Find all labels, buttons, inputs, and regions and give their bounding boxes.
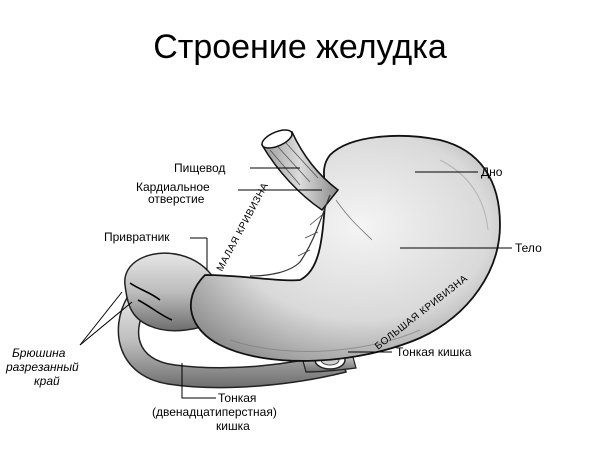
- label-cardiac-2: отверстие: [148, 192, 205, 206]
- label-pylorus: Привратник: [104, 230, 170, 244]
- stomach-body-shape: [189, 135, 501, 362]
- label-duodenum-1: Тонкая: [218, 391, 256, 405]
- label-esophagus: Пищевод: [174, 161, 225, 175]
- label-small-intestine: Тонкая кишка: [396, 345, 472, 359]
- vessel-lesser: [249, 194, 331, 277]
- esophagus-opening: [261, 129, 293, 149]
- duodenum-shape: [117, 295, 347, 389]
- peritoneum-edge: [129, 282, 173, 321]
- label-duodenum-2: (двенадцатиперстная): [152, 405, 277, 419]
- label-lesser-curvature: МАЛАЯ КРИВИЗНА: [215, 181, 271, 274]
- label-cardiac-1: Кардиальное: [136, 180, 210, 194]
- label-duodenum-3: кишка: [216, 419, 250, 433]
- label-peritoneum-2: разрезанный: [5, 360, 79, 374]
- label-peritoneum-1: Брюшина: [12, 346, 66, 360]
- page-title: Строение желудка: [153, 28, 447, 66]
- label-peritoneum-3: край: [34, 374, 60, 388]
- label-body: Тело: [515, 241, 542, 255]
- label-fundus: Дно: [481, 165, 503, 179]
